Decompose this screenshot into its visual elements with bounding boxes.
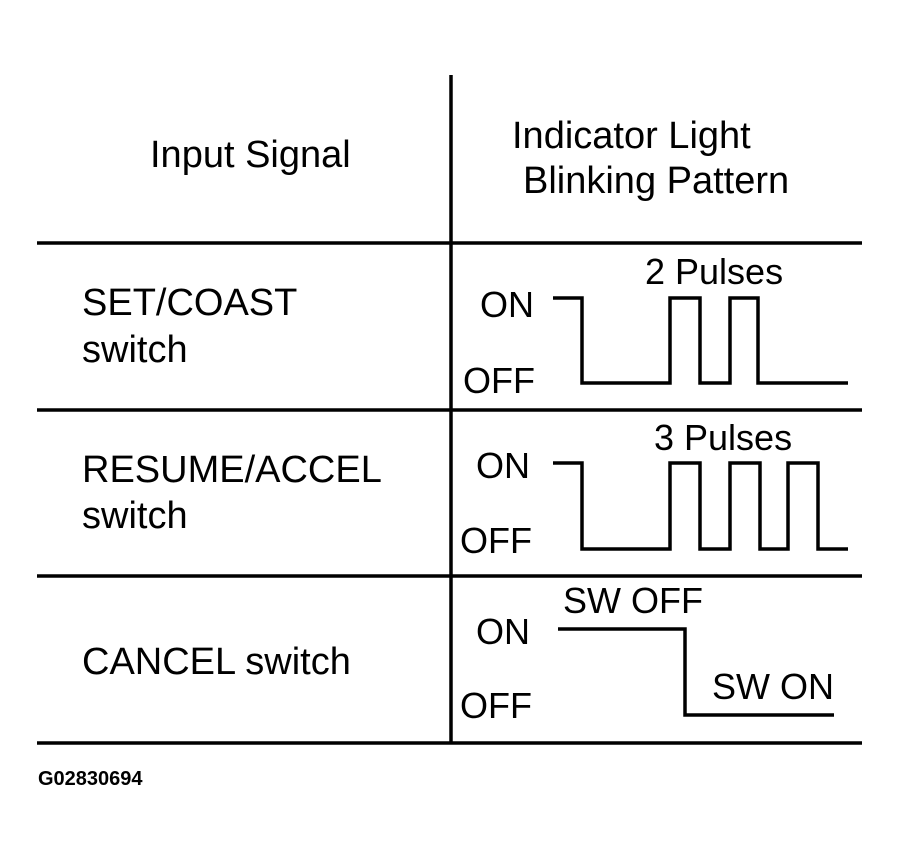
row1-label-line1: SET/COAST (82, 282, 297, 324)
header-indicator-line2: Blinking Pattern (523, 160, 789, 202)
row1-on-label: ON (480, 284, 534, 325)
row1-pulse-annotation: 2 Pulses (645, 251, 783, 292)
row3-label: CANCEL switch (82, 641, 351, 683)
row3-sw-off-annotation: SW OFF (563, 580, 703, 621)
row1-label-line2: switch (82, 329, 188, 371)
figure-id: G02830694 (38, 768, 143, 790)
row2-on-label: ON (476, 445, 530, 486)
row2-pulse-annotation: 3 Pulses (654, 417, 792, 458)
row3-on-label: ON (476, 611, 530, 652)
row2-off-label: OFF (460, 520, 532, 561)
header-input-signal: Input Signal (150, 134, 351, 176)
row3-off-label: OFF (460, 685, 532, 726)
row1-waveform (553, 296, 848, 385)
row1-off-label: OFF (463, 360, 535, 401)
row2-waveform (553, 461, 848, 551)
row3-sw-on-annotation: SW ON (712, 666, 834, 707)
row3-waveform (558, 627, 834, 717)
row2-label-line1: RESUME/ACCEL (82, 449, 382, 491)
row2-label-line2: switch (82, 495, 188, 537)
header-indicator-line1: Indicator Light (512, 115, 751, 157)
